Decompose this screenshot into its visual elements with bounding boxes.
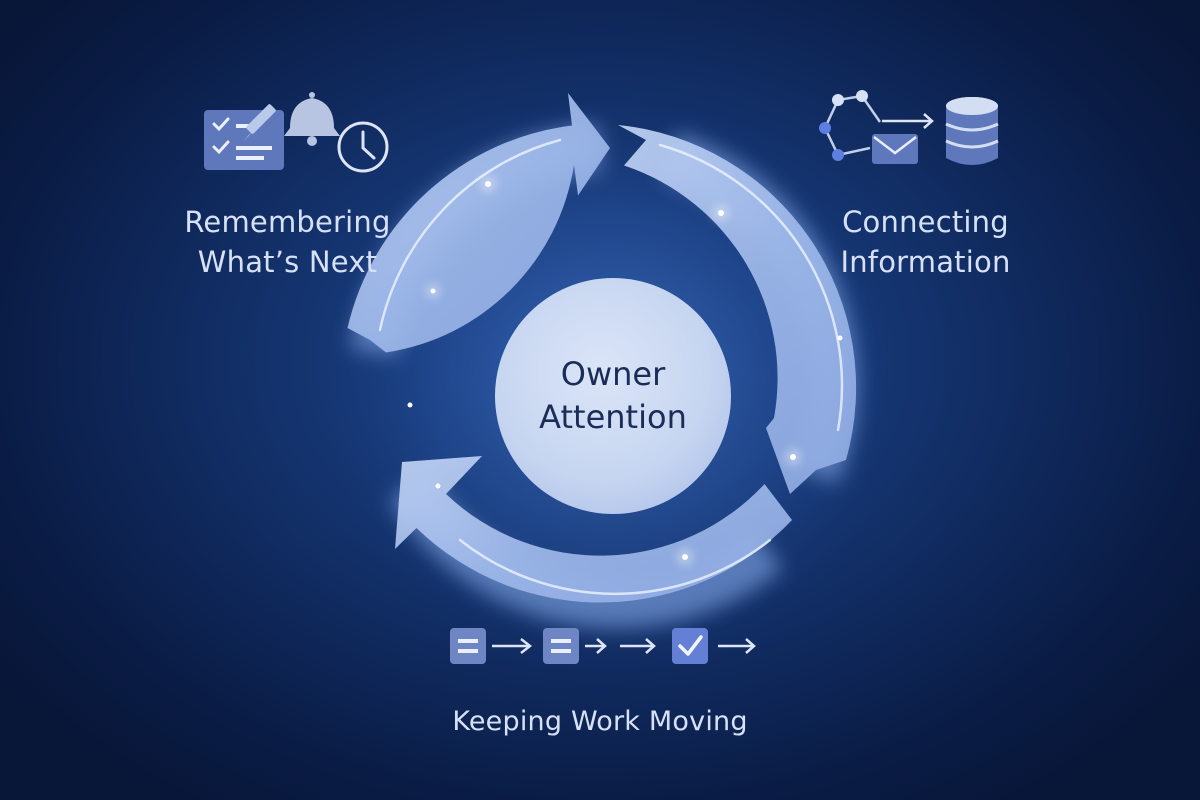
network-nodes-icon [819,90,882,161]
moving-icon-group [450,628,756,664]
sparkles [407,175,843,566]
stage-label-connecting-line2: Information [840,245,1011,279]
envelope-icon [872,134,918,164]
stage-label-moving-text: Keeping Work Moving [452,706,748,737]
clock-icon [337,121,389,173]
connecting-icon-group [819,90,999,165]
arrow-right-icon [620,638,656,654]
database-icon [945,97,999,165]
bell-icon [284,92,340,146]
pencil-icon [243,104,276,142]
center-label-line1: Owner [560,355,666,393]
arrow-right-icon [718,638,756,654]
center-label: Owner Attention [495,278,731,514]
cycle-arrow-remembering [347,93,610,353]
center-label-line2: Attention [539,398,687,436]
checkbox-checked-icon [672,628,708,664]
checklist-icon [204,110,284,170]
cycle-arrow-moving [395,456,792,603]
stage-label-remembering-line2: What’s Next [197,245,378,279]
center-core [495,278,731,514]
arrow-right-icon [585,638,607,654]
task-card-icon [543,628,579,664]
arrow-right-icon [882,113,934,129]
task-card-icon [450,628,486,664]
stage-label-moving: Keeping Work Moving [420,702,780,742]
stage-label-connecting-line1: Connecting [842,205,1009,239]
stage-label-remembering-line1: Remembering [184,205,391,239]
arrow-right-icon [492,638,533,654]
remembering-icon-group [204,92,389,173]
stage-label-remembering: Remembering What’s Next [170,202,405,282]
cycle-arrow-connecting [618,125,857,494]
stage-label-connecting: Connecting Information [808,202,1043,282]
